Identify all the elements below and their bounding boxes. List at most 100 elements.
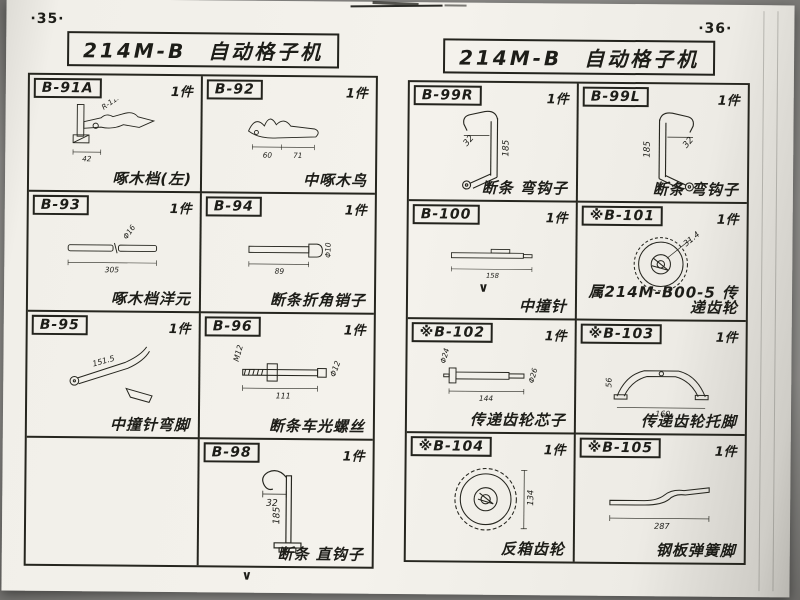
bent-hook-right-drawing: 32 185 [461,110,511,190]
part-cell-b95: B-95 1件 151.5 中撞针弯脚 [26,311,201,440]
part-qty: 1件 [170,85,193,101]
dim-label: 287 [654,521,670,531]
part-cell-b99l: B-99L 1件 185 32 断条 弯钩子 [577,83,748,205]
part-qty: 1件 [544,329,567,345]
part-cell-b104: ※B-104 1件 134 反箱齿轮 [405,433,576,562]
dim-label: 32 [266,498,278,509]
part-code: B-99R [413,85,482,106]
part-name: 啄木档(左) [112,169,193,189]
bent-hook-left-drawing: 185 32 [642,112,696,192]
part-cell-b93: B-93 1件 305 Φ16 啄木档洋元 [27,191,202,314]
dim-label: 185 [501,139,511,156]
reverse-box-gear-drawing: 134 [453,467,535,531]
dim-label: 305 [104,265,119,274]
dim-label: 31.4 [681,229,701,248]
part-name: 中啄木鸟 [302,171,368,190]
part-qty: 1件 [343,323,366,339]
parts-table: B-91A 1件 42 R-112 啄木档(左) B-92 1 [23,72,378,569]
part-qty: 1件 [345,86,368,102]
rod-drawing: 305 Φ16 [67,223,157,274]
dim-label: Φ12 [328,360,342,378]
part-name: 断条折角销子 [269,291,367,310]
part-name: 断条 弯钩子 [481,178,569,198]
leaf-spring-drawing: 287 [608,487,710,531]
part-code: B-98 [203,442,260,463]
dim-label: 185 [642,141,652,158]
part-cell-b100: B-100 1件 158 ∨ 中撞针 [407,201,578,321]
part-qty: 1件 [715,330,738,346]
part-name: 中撞针 [518,297,568,316]
part-code: B-92 [206,79,263,100]
part-name: 断条 直钩子 [277,545,364,564]
part-qty: 1件 [543,443,566,459]
dim-label: 144 [478,394,493,403]
pecker-left-drawing: 42 R-112 [72,99,155,163]
dim-label: Φ10 [323,242,332,258]
part-cell-b96: B-96 1件 M12 111 Φ12 断条车光螺丝 [199,313,374,441]
part-name: 中撞针弯脚 [109,415,190,435]
bent-foot-drawing: 151.5 [69,346,153,403]
dim-label: 42 [82,154,92,163]
dim-label: 71 [293,151,302,160]
scan-artifact [342,0,472,15]
part-cell-b94: B-94 1件 89 Φ10 断条折角销子 [200,193,375,315]
part-cell-b102: ※B-102 1件 144 Φ26 Φ24 传递齿轮芯子 [406,319,577,435]
dim-label: 158 [485,272,499,280]
part-name: 钢板弹簧脚 [655,541,736,561]
part-qty: 1件 [716,212,739,228]
dim-label: Φ16 [121,223,137,241]
part-qty: 1件 [168,322,191,338]
part-code: B-94 [205,196,262,217]
part-qty: 1件 [545,211,568,227]
page-number-right: ·36· [698,20,733,37]
part-code: B-96 [204,316,261,337]
part-qty: 1件 [717,93,740,109]
screw-drawing: M12 111 Φ12 [231,344,342,401]
part-cell-b105: ※B-105 1件 287 钢板弹簧脚 [575,435,745,563]
part-cell-b99r: B-99R 1件 32 185 断条 弯钩子 [408,82,579,203]
dim-label: 89 [274,267,284,276]
catalog-page-36: 214M-B 自动格子机 B-99R 1件 32 185 断条 弯钩子 [403,38,751,566]
page-number-left: ·35· [30,10,65,28]
dim-label: Φ26 [526,367,539,384]
page-title: 214M-B 自动格子机 [66,31,340,69]
dim-label: 60 [262,151,272,160]
part-code: B-93 [32,194,89,216]
gear-core-drawing: 144 Φ26 Φ24 [438,347,539,403]
part-cell-b101: ※B-101 1件 31.4 属214M-B00-5 传递齿轮 [576,202,747,323]
part-name: 传递齿轮芯子 [469,410,567,430]
pencil-check: ∨ [478,280,489,296]
part-code: ※B-105 [579,437,662,459]
dim-label: 111 [275,391,290,400]
part-code: ※B-102 [411,322,494,343]
dim-label: R-112 [99,99,122,112]
pecker-middle-drawing: 60 71 [247,118,319,160]
part-name: 断条 弯钩子 [652,180,740,200]
page-title: 214M-B 自动格子机 [442,38,716,76]
dim-label: 134 [525,490,535,506]
part-name: 啄木档洋元 [110,289,192,309]
dim-label: 56 [604,378,613,388]
part-qty: 1件 [342,449,365,465]
part-code: ※B-104 [410,436,493,457]
part-name: 传递齿轮托脚 [640,412,738,432]
pencil-check: ∨ [241,568,253,584]
straight-hook-drawing: 32 185 [261,470,302,553]
bracket-drawing: 56 160 [604,370,709,419]
dim-label: Φ24 [438,347,451,364]
part-qty: 1件 [344,203,367,219]
part-name: 属214M-B00-5 传递齿轮 [588,282,739,318]
parts-table: B-99R 1件 32 185 断条 弯钩子 B-99L 1件 [403,80,750,566]
empty-cell [25,437,200,566]
page-fold-line [758,11,765,592]
part-cell-b91a: B-91A 1件 42 R-112 啄木档(左) [28,74,203,194]
part-qty: 1件 [169,202,192,218]
dim-label: M12 [231,344,244,363]
part-cell-b103: ※B-103 1件 56 160 传递齿轮托脚 [575,320,746,437]
gear-drawing: 31.4 [633,229,701,292]
part-code: ※B-101 [581,205,664,227]
part-code: B-99L [582,86,649,108]
part-cell-b92: B-92 1件 60 71 中啄木鸟 [201,76,376,195]
part-qty: 1件 [546,92,569,108]
